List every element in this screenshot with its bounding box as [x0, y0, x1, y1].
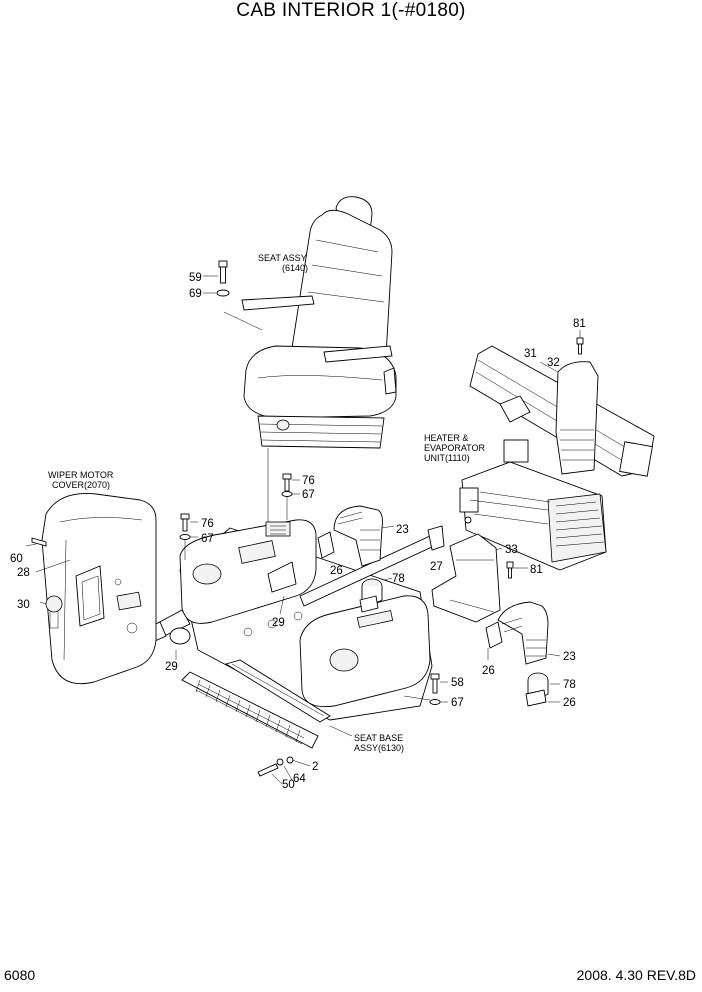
part-number: 67 [302, 489, 315, 501]
callout-seat-assy: SEAT ASSY [258, 253, 307, 263]
callout-wiper-2: COVER(2070) [52, 480, 110, 490]
part-number: 31 [524, 348, 537, 360]
part-number: 50 [282, 779, 295, 791]
part-number: 60 [10, 553, 23, 565]
page-title: CAB INTERIOR 1(-#0180) [236, 0, 466, 21]
part-number: 67 [201, 533, 214, 545]
part-number: 69 [189, 288, 202, 300]
part-number: 67 [451, 697, 464, 709]
callout-heater-3: UNIT(1110) [424, 453, 470, 463]
elbow-hose-lower [485, 601, 561, 665]
part-number: 76 [201, 518, 214, 530]
part-number: 23 [563, 651, 576, 663]
heater-evaporator-unit [459, 439, 607, 571]
part-number: 76 [302, 475, 315, 487]
bolt-50-set [257, 756, 311, 785]
callout-labels: SEAT ASSY (6140) HEATER & EVAPORATOR UNI… [10, 253, 586, 791]
part-number: 64 [293, 773, 306, 785]
bolt-76-lower [179, 513, 198, 560]
part-number: 81 [530, 564, 543, 576]
duct-33 [431, 533, 528, 623]
part-number: 78 [563, 679, 576, 691]
part-number: 30 [17, 599, 30, 611]
bolt-59 [203, 260, 230, 297]
part-number: 27 [430, 561, 443, 573]
part-number: 78 [392, 573, 405, 585]
grommet-78-lower [525, 672, 560, 707]
seat-base-assembly [99, 519, 445, 723]
revision-date: 2008. 4.30 REV.8D [576, 967, 696, 983]
part-number: 59 [189, 272, 202, 284]
part-number: 26 [482, 665, 495, 677]
bolt-76-upper [281, 473, 300, 520]
elbow-hose-upper [317, 505, 395, 567]
wiper-motor-cover [25, 492, 157, 685]
part-number: 23 [396, 524, 409, 536]
callout-seat-assy-code: (6140) [282, 263, 308, 273]
part-number: 81 [573, 318, 586, 330]
part-number: 58 [451, 677, 464, 689]
part-number: 26 [563, 697, 576, 709]
part-number: 2 [312, 761, 318, 773]
callout-seat-base: SEAT BASE [354, 733, 403, 743]
callout-heater: HEATER & [424, 433, 468, 443]
part-number: 29 [272, 617, 285, 629]
page-number: 6080 [4, 967, 36, 983]
callout-heater-2: EVAPORATOR [424, 443, 486, 453]
callout-seat-base-2: ASSY(6130) [354, 743, 404, 753]
part-number: 33 [505, 544, 518, 556]
callout-wiper: WIPER MOTOR [48, 470, 114, 480]
bolt-58 [403, 673, 448, 705]
part-number: 29 [165, 661, 178, 673]
seat-assembly [223, 196, 397, 690]
part-number: 32 [547, 357, 560, 369]
front-grille-panel [181, 671, 319, 749]
air-duct-assembly [469, 330, 655, 477]
part-number: 28 [17, 567, 30, 579]
grommet-78-upper [359, 577, 393, 613]
seat-base-leader [329, 725, 353, 737]
part-number: 26 [330, 565, 343, 577]
